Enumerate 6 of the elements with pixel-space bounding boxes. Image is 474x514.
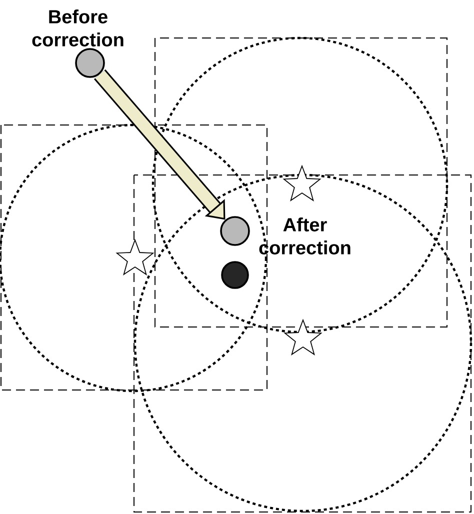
position-dot bbox=[221, 261, 249, 289]
position-dot bbox=[220, 216, 250, 246]
position-label: After correction bbox=[259, 218, 350, 254]
position-label: Before correction bbox=[32, 10, 124, 46]
arrow bbox=[94, 69, 226, 220]
position-dot bbox=[75, 48, 105, 78]
